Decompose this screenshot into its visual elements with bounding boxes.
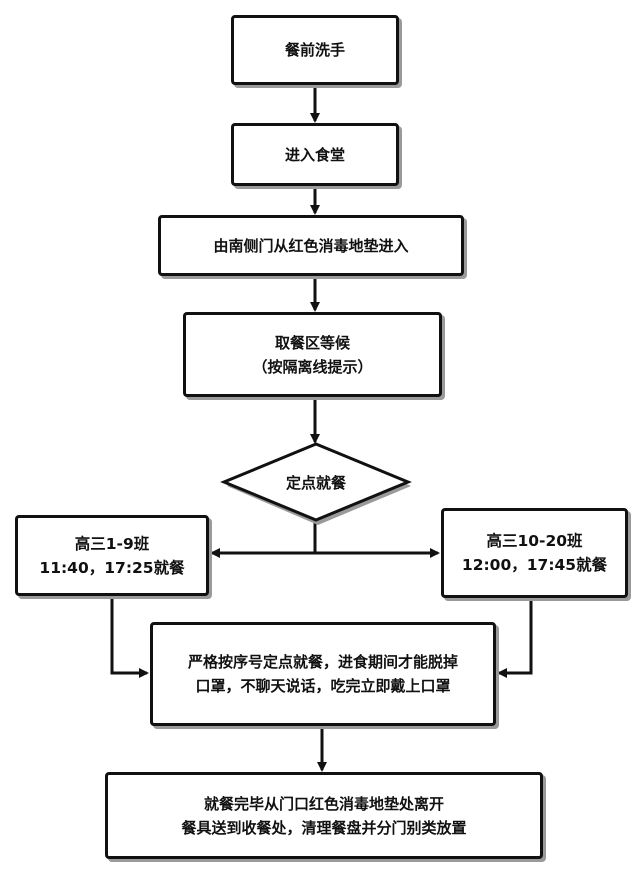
step-wait-pickup-line2: （按隔离线提示） bbox=[252, 357, 373, 376]
branch-classes-10-20-line1: 高三10-20班 bbox=[486, 532, 583, 550]
branch-classes-1-9: 高三1-9班 11:40，17:25就餐 bbox=[15, 515, 209, 596]
branch-classes-1-9-line2: 11:40，17:25就餐 bbox=[39, 558, 185, 577]
step-dining-rules-line2: 口罩，不聊天说话，吃完立即戴上口罩 bbox=[195, 677, 451, 695]
step-enter-via-mat-label: 由南侧门从红色消毒地垫进入 bbox=[213, 236, 409, 255]
step-enter-via-mat: 由南侧门从红色消毒地垫进入 bbox=[158, 215, 464, 276]
step-leave-and-clean-line2: 餐具送到收餐处，清理餐盘并分门别类放置 bbox=[181, 818, 467, 837]
arrow-left-to-step8 bbox=[110, 597, 149, 678]
step-leave-and-clean-line1: 就餐完毕从门口红色消毒地垫处离开 bbox=[203, 794, 444, 813]
arrow-right-to-step8 bbox=[497, 599, 533, 678]
step-leave-and-clean: 就餐完毕从门口红色消毒地垫处离开 餐具送到收餐处，清理餐盘并分门别类放置 bbox=[105, 772, 543, 859]
step-dining-rules-line1: 严格按序号定点就餐，进食期间才能脱掉 bbox=[187, 653, 458, 671]
step-wash-hands-label: 餐前洗手 bbox=[284, 41, 345, 59]
branch-classes-10-20: 高三10-20班 12:00，17:45就餐 bbox=[441, 508, 628, 598]
branch-classes-10-20-line2: 12:00，17:45就餐 bbox=[461, 556, 608, 574]
step-dining-rules: 严格按序号定点就餐，进食期间才能脱掉 口罩，不聊天说话，吃完立即戴上口罩 bbox=[150, 622, 496, 726]
decision-label: 定点就餐 bbox=[285, 473, 346, 492]
step-wait-pickup-line1: 取餐区等候 bbox=[274, 333, 350, 352]
branch-classes-1-9-line1: 高三1-9班 bbox=[74, 534, 150, 553]
step-enter-canteen-label: 进入食堂 bbox=[284, 145, 345, 164]
step-wash-hands: 餐前洗手 bbox=[231, 15, 399, 85]
step-wait-pickup: 取餐区等候 （按隔离线提示） bbox=[183, 312, 442, 397]
step-enter-canteen: 进入食堂 bbox=[231, 123, 399, 186]
decision-diamond bbox=[220, 442, 412, 522]
